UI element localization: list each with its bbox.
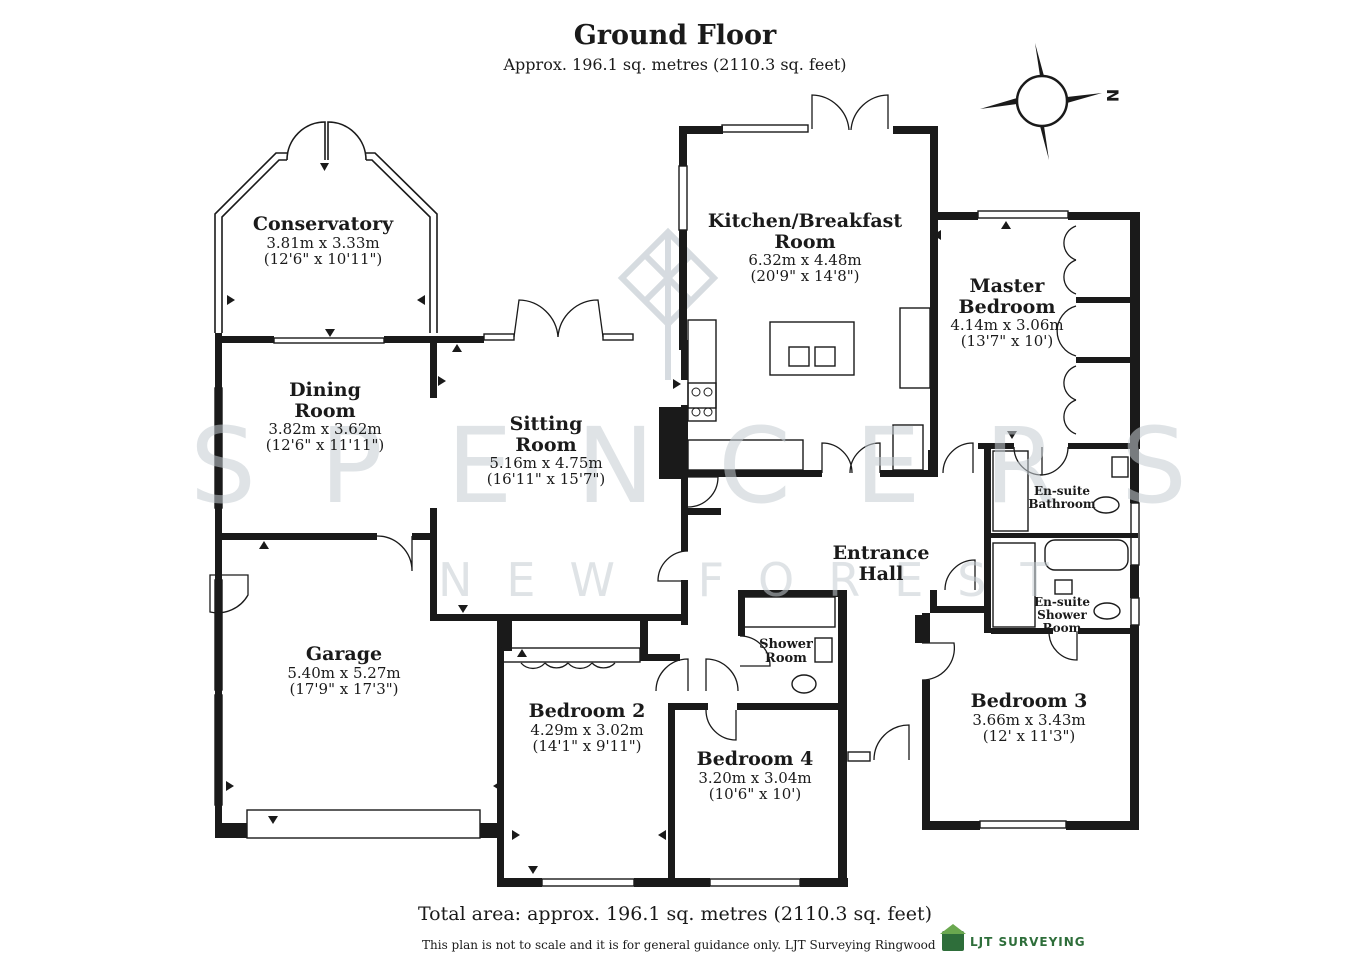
room-name-2: Hall — [858, 562, 904, 585]
room-name-2: Room — [515, 433, 577, 456]
room-imperial: (20'9" x 14'8") — [750, 267, 860, 286]
plan-title: Ground Floor — [573, 20, 777, 51]
room-conservatory: Conservatory 3.81m x 3.33m (12'6" x 10'1… — [253, 214, 393, 267]
room-kitchen: Kitchen/Breakfast Room 6.32m x 4.48m (20… — [708, 211, 902, 284]
room-name: Conservatory — [252, 213, 394, 235]
room-metric: 5.40m x 5.27m — [287, 663, 401, 682]
room-dining: Dining Room 3.82m x 3.62m (12'6" x 11'11… — [266, 380, 385, 453]
kitchen-hob — [691, 387, 713, 417]
room-name-2: Bathroom — [1028, 496, 1096, 511]
room-shower: Shower Room — [759, 638, 813, 665]
windows — [214, 124, 1140, 887]
room-name-2: Bedroom — [958, 295, 1056, 318]
room-name: Garage — [305, 643, 383, 665]
room-name-2: Shower — [1037, 607, 1087, 622]
room-name: Bedroom 4 — [696, 748, 814, 770]
room-metric: 3.81m x 3.33m — [266, 233, 380, 252]
room-metric: 4.29m x 3.02m — [530, 720, 644, 739]
walls — [215, 126, 1140, 887]
conservatory-walls — [214, 121, 438, 333]
room-name-1: Dining — [289, 379, 361, 401]
watermark-brand: SPENCERS — [190, 405, 1251, 527]
watermark-tagline: NEW FOREST — [438, 553, 1083, 607]
room-name-2: Room — [765, 650, 807, 666]
room-metric: 3.66m x 3.43m — [972, 710, 1086, 729]
room-name-1: Master — [969, 275, 1045, 297]
room-name-1: Shower — [759, 637, 813, 652]
room-name-2: Room — [294, 399, 356, 422]
ljt-logo-icon — [940, 924, 966, 951]
room-name-2: Room — [774, 230, 836, 253]
room-imperial: (16'11" x 15'7") — [486, 470, 606, 489]
room-name-1: En-suite — [1033, 595, 1091, 609]
room-imperial: (17'9" x 17'3") — [289, 679, 399, 698]
room-name: Bedroom 2 — [528, 700, 646, 722]
room-metric: 6.32m x 4.48m — [748, 251, 862, 270]
room-name-1: Entrance — [832, 542, 930, 564]
room-name-1: Kitchen/Breakfast — [707, 210, 903, 232]
room-name: Bedroom 3 — [970, 690, 1088, 712]
room-master-bedroom: Master Bedroom 4.14m x 3.06m (13'7" x 10… — [950, 276, 1063, 349]
room-sitting: Sitting Room 5.16m x 4.75m (16'11" x 15'… — [487, 414, 606, 487]
room-metric: 3.20m x 3.04m — [698, 768, 812, 787]
watermark-tree-logo — [617, 227, 719, 380]
room-entrance-hall: Entrance Hall — [833, 543, 930, 584]
plan-subtitle: Approx. 196.1 sq. metres (2110.3 sq. fee… — [503, 55, 847, 74]
room-imperial: (13'7" x 10') — [960, 332, 1054, 351]
room-imperial: (12' x 11'3") — [982, 726, 1076, 745]
compass-icon — [980, 43, 1102, 160]
room-imperial: (12'6" x 10'11") — [263, 249, 383, 268]
room-name-1: En-suite — [1033, 484, 1091, 498]
room-metric: 4.14m x 3.06m — [950, 316, 1064, 335]
room-bedroom-2: Bedroom 2 4.29m x 3.02m (14'1" x 9'11") — [529, 701, 646, 754]
room-ensuite-shower: En-suite Shower Room — [1034, 596, 1090, 635]
room-metric: 3.82m x 3.62m — [268, 420, 382, 439]
room-bedroom-3: Bedroom 3 3.66m x 3.43m (12' x 11'3") — [971, 691, 1088, 744]
room-metric: 5.16m x 4.75m — [489, 454, 603, 473]
ljt-logo-text: LJT SURVEYING — [970, 935, 1086, 949]
room-garage: Garage 5.40m x 5.27m (17'9" x 17'3") — [287, 644, 400, 697]
room-imperial: (14'1" x 9'11") — [532, 736, 642, 755]
room-name-1: Sitting — [509, 413, 583, 435]
door-swings — [209, 94, 1078, 761]
room-bedroom-4: Bedroom 4 3.20m x 3.04m (10'6" x 10') — [697, 749, 814, 802]
room-name-3: Room — [1042, 620, 1082, 635]
disclaimer: This plan is not to scale and it is for … — [422, 938, 936, 952]
room-ensuite-bathroom: En-suite Bathroom — [1028, 485, 1095, 511]
entry-arrows — [226, 163, 1017, 874]
room-imperial: (10'6" x 10') — [708, 784, 802, 803]
total-area: Total area: approx. 196.1 sq. metres (21… — [417, 903, 933, 925]
room-imperial: (12'6" x 11'11") — [265, 436, 385, 455]
north-label: N — [1103, 88, 1123, 103]
